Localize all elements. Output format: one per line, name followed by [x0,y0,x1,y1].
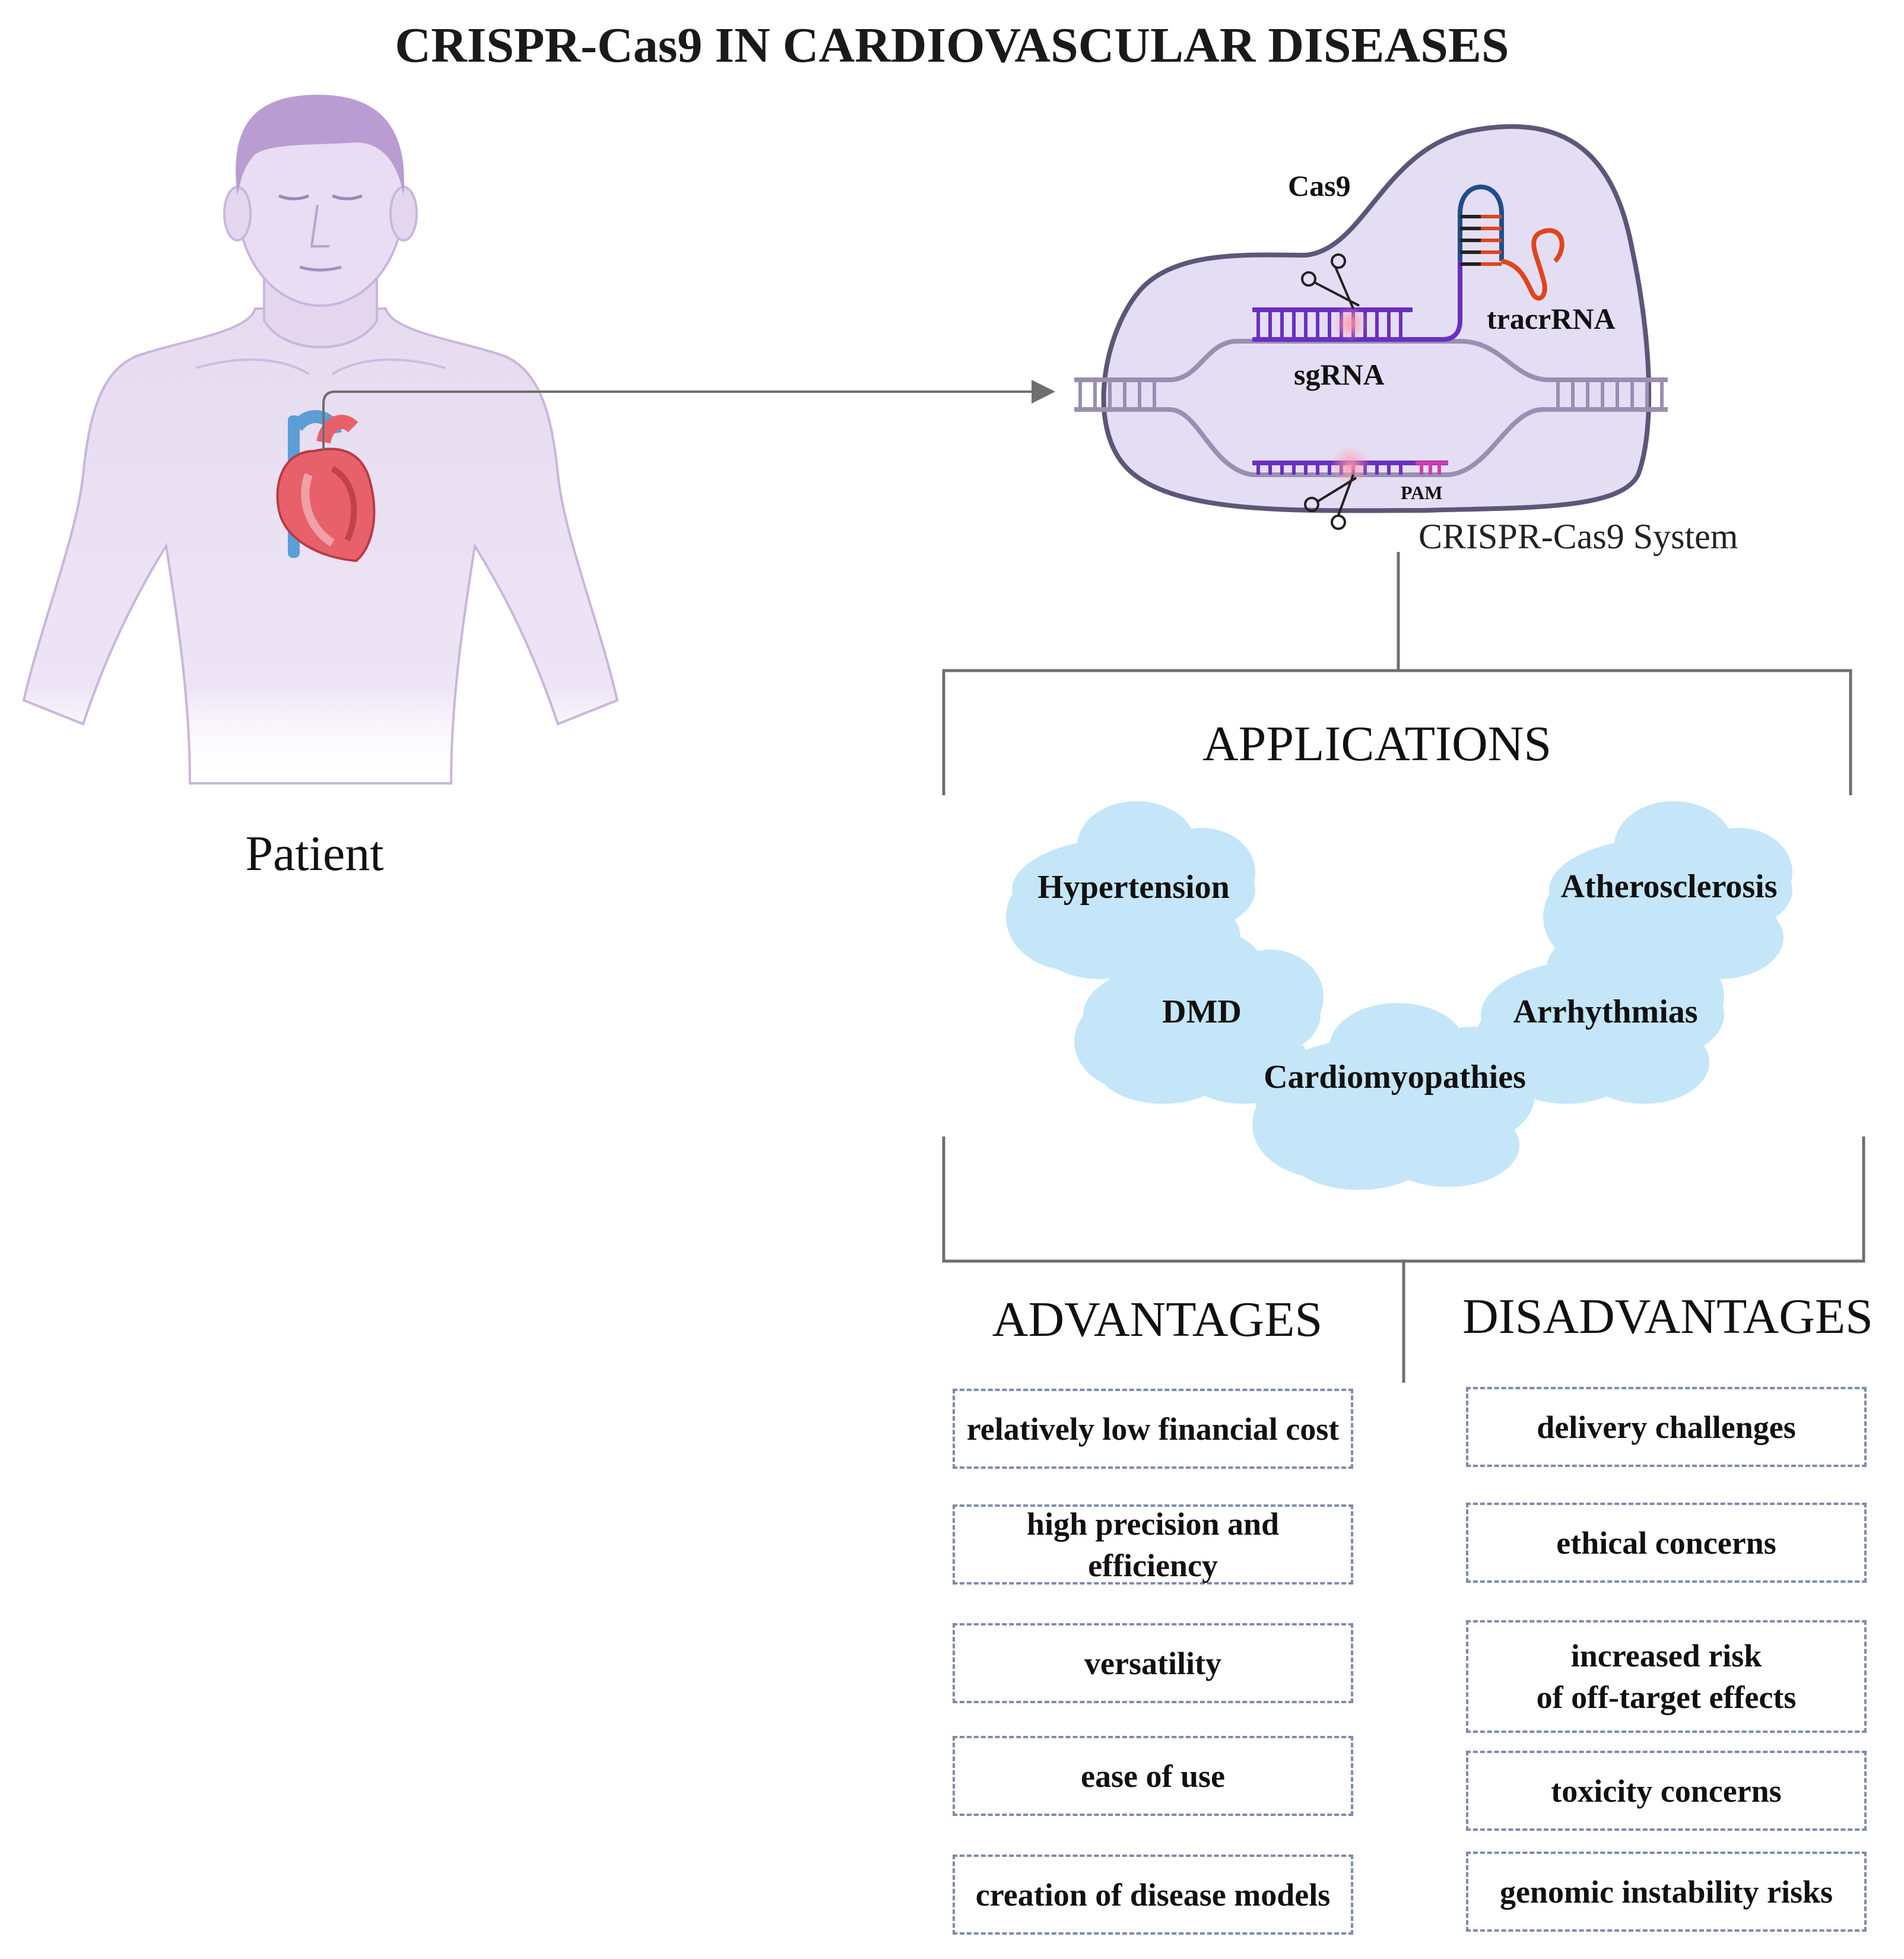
patient-hair [236,94,404,196]
disadvantage-item: toxicity concerns [1466,1751,1867,1831]
patient-label: Patient [245,826,384,881]
dna-strand-top [1074,339,1668,382]
heart-icon [276,410,376,563]
tracrrna-label: tracrRNA [1487,302,1616,335]
sgrna-label: sgRNA [1294,358,1385,391]
patient-eyes [278,194,363,201]
disadvantage-item: delivery challenges [1466,1387,1867,1467]
hairpin-loop [1458,185,1504,261]
advantage-item: creation of disease models [953,1855,1353,1935]
crispr-cas9-system [1074,124,1668,530]
advantage-item: relatively low financial cost [953,1389,1353,1469]
cloud-cardiomyopathies [1252,1003,1534,1190]
cloud-hypertension [1006,801,1255,979]
scissors-bottom-icon [1304,474,1357,530]
sgrna-strand [1252,255,1462,342]
disadvantage-item: genomic instability risks [1466,1852,1867,1932]
cas9-label: Cas9 [1288,169,1351,202]
application-atherosclerosis: Atherosclerosis [1560,868,1778,905]
disadvantage-item: ethical concerns [1466,1503,1867,1583]
advantage-item: ease of use [953,1736,1353,1816]
disadvantages-heading: DISADVANTAGES [1462,1289,1873,1344]
dna-rungs-left [1078,380,1156,409]
patient-nose [310,204,329,247]
application-hypertension: Hypertension [1037,869,1230,906]
dna-rungs-right [1556,380,1664,409]
application-dmd: DMD [1162,993,1242,1030]
application-clouds [1006,801,1792,1190]
advantage-item: versatility [953,1623,1353,1703]
diagram-title: CRISPR-Cas9 IN CARDIOVASCULAR DISEASES [395,18,1509,73]
scissors-top-icon [1301,253,1360,309]
patient-figure [22,94,619,785]
dna-strand-bottom [1074,407,1668,477]
application-arrhythmias: Arrhythmias [1513,993,1698,1030]
pam-label: PAM [1401,482,1443,503]
pam-site [1416,461,1448,475]
advantages-heading: ADVANTAGES [992,1292,1323,1347]
tracrrna-strand [1501,228,1565,301]
application-cardiomyopathies: Cardiomyopathies [1264,1059,1526,1096]
hairpin-rungs [1460,215,1502,266]
applications-bracket-top [942,669,1852,795]
system-caption: CRISPR-Cas9 System [1419,517,1738,556]
patient-collarbones [195,358,446,375]
heart-to-system-arrow [322,380,1055,451]
tree-connectors [942,552,1865,1383]
disadvantage-item: increased risk of off-target effects [1466,1620,1867,1733]
applications-heading: APPLICATIONS [1202,716,1552,771]
advantage-item: high precision and efficiency [953,1504,1353,1585]
patient-mouth [299,265,342,272]
